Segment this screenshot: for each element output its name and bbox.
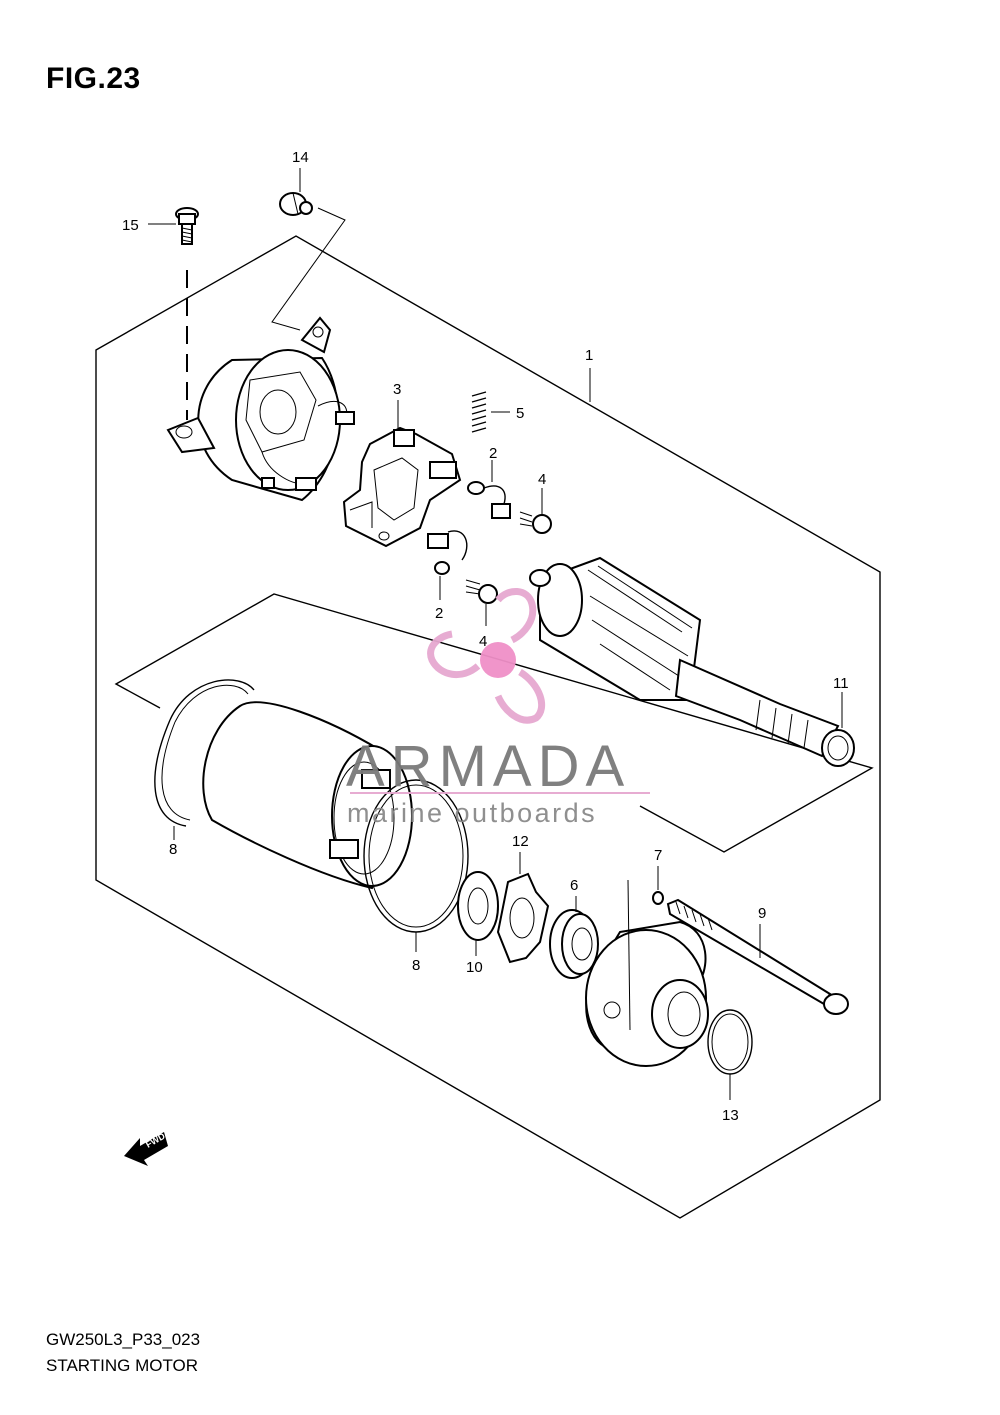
fwd-direction-arrow: FWD (124, 1131, 168, 1166)
part-9-through-bolt (666, 898, 849, 1015)
part-8-oring-left (154, 679, 255, 840)
part-2-brush-upper (467, 460, 511, 519)
watermark-tagline: marine outboards (347, 798, 597, 828)
callout-15: 15 (122, 217, 139, 234)
callout-7: 7 (654, 847, 662, 864)
callout-8-left: 8 (169, 841, 177, 858)
part-6-oil-seal (549, 896, 599, 979)
callout-6: 6 (570, 877, 578, 894)
figure-name: STARTING MOTOR (46, 1356, 199, 1375)
watermark-brand: ARMADA (346, 734, 630, 799)
callout-10: 10 (466, 959, 483, 976)
figure-title: FIG.23 (46, 62, 141, 95)
callout-4-lower: 4 (479, 633, 487, 650)
callout-4-upper: 4 (538, 471, 546, 488)
callout-14: 14 (292, 149, 309, 166)
part-2-brush-lower (427, 530, 468, 600)
assembly-frame (95, 235, 881, 1219)
callout-1: 1 (585, 347, 593, 364)
propeller-logo-icon (427, 588, 546, 724)
part-3-brush-holder (342, 426, 462, 548)
armature (529, 556, 840, 758)
callout-3: 3 (393, 381, 401, 398)
part-14-nut (271, 192, 346, 331)
rear-end-cover (166, 316, 355, 502)
callout-labels: 14 15 1 3 5 2 4 2 4 11 8 12 7 6 9 8 10 1… (122, 149, 849, 1124)
callout-2-upper: 2 (489, 445, 497, 462)
part-8-oring-right (363, 779, 469, 952)
part-5-spring (471, 391, 510, 433)
figure-code: GW250L3_P33_023 (46, 1330, 201, 1349)
yoke-bracket-frame (114, 593, 874, 853)
callout-11: 11 (833, 675, 849, 692)
callout-8-right: 8 (412, 957, 420, 974)
part-13-oring (707, 1009, 753, 1100)
callout-13: 13 (722, 1107, 739, 1124)
part-12-lock-plate (496, 852, 550, 964)
part-15-bolt (175, 207, 199, 420)
callout-9: 9 (758, 905, 766, 922)
part-10-washer (457, 871, 499, 956)
front-end-cover (585, 879, 709, 1067)
callout-5: 5 (516, 405, 524, 422)
part-4-screw-upper (519, 488, 552, 534)
armada-watermark: ARMADA marine outboards (346, 588, 650, 828)
part-7-small-oring (652, 866, 664, 905)
callout-2-lower: 2 (435, 605, 443, 622)
callout-12: 12 (512, 833, 529, 850)
part-4-screw-lower (465, 579, 498, 626)
part-11-snap-ring (821, 692, 855, 767)
